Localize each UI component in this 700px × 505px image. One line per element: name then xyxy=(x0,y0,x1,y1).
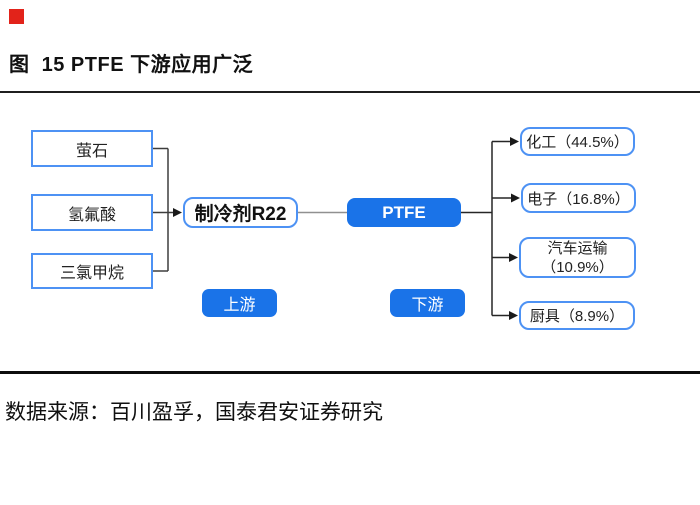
node-refrigerant-r22-label: 制冷剂R22 xyxy=(194,204,287,225)
figure-title: 图 15 PTFE 下游应用广泛 xyxy=(9,54,254,76)
node-chemical-industry: 化工（44.5%） xyxy=(520,127,635,156)
node-kitchenware: 厨具（8.9%） xyxy=(519,301,635,330)
node-hydrofluoric-acid: 氢氟酸 xyxy=(31,194,153,231)
node-ptfe-label: PTFE xyxy=(382,202,426,222)
node-chloroform-label: 三氯甲烷 xyxy=(59,265,124,282)
node-ptfe: PTFE xyxy=(347,198,461,227)
node-chloroform: 三氯甲烷 xyxy=(31,253,153,289)
red-square-marker-icon xyxy=(9,9,24,24)
node-fluorite: 萤石 xyxy=(31,130,153,167)
stage-label-upstream: 上游 xyxy=(202,289,277,317)
title-divider xyxy=(0,91,700,93)
node-electronics: 电子（16.8%） xyxy=(521,183,636,213)
node-kitchenware-label: 厨具（8.9%） xyxy=(529,308,625,325)
node-chemical-industry-label: 化工（44.5%） xyxy=(526,134,629,151)
stage-label-downstream-text: 下游 xyxy=(411,297,444,314)
node-auto-transport-share: （10.9%） xyxy=(541,258,614,276)
data-source-text: 数据来源：百川盈孚，国泰君安证券研究 xyxy=(5,401,383,424)
footer-divider xyxy=(0,371,700,374)
node-fluorite-label: 萤石 xyxy=(75,142,108,160)
node-auto-transport-label: 汽车运输 xyxy=(547,239,608,257)
node-electronics-label: 电子（16.8%） xyxy=(527,190,630,208)
stage-label-downstream: 下游 xyxy=(390,289,465,317)
node-refrigerant-r22: 制冷剂R22 xyxy=(183,197,298,228)
node-hydrofluoric-acid-label: 氢氟酸 xyxy=(67,206,116,224)
stage-label-upstream-text: 上游 xyxy=(223,297,256,314)
node-auto-transport: 汽车运输 （10.9%） xyxy=(519,237,636,278)
